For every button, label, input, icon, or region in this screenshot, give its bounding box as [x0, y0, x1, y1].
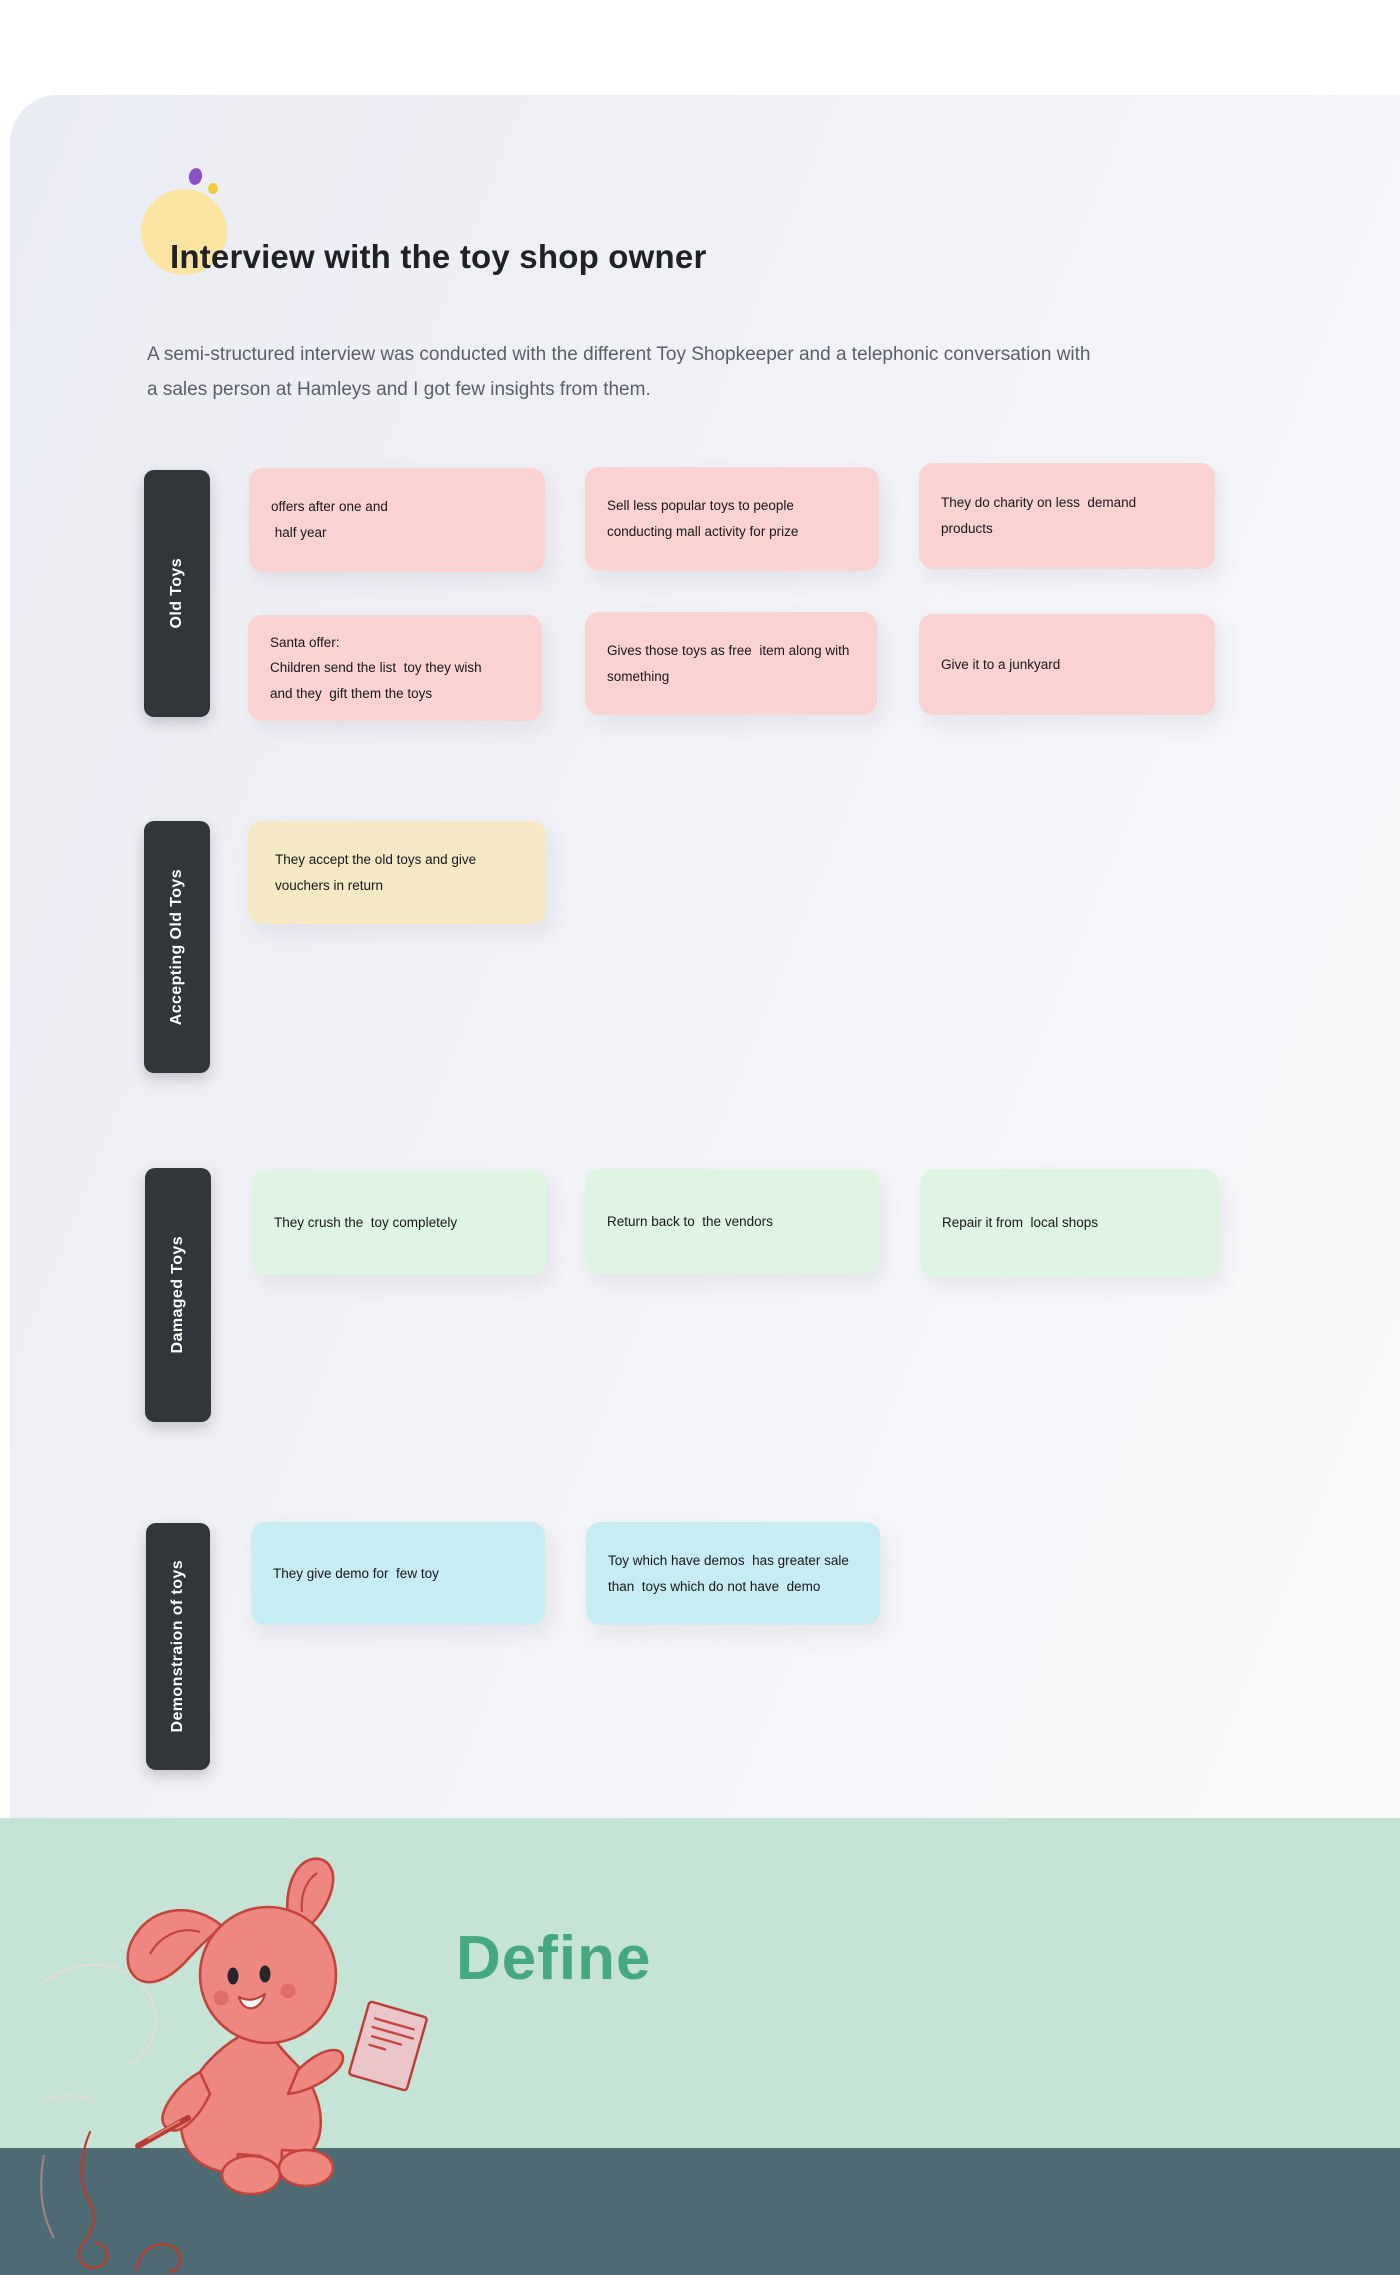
sticky-note: Santa offer: Children send the list toy … — [248, 615, 542, 721]
intro-paragraph: A semi-structured interview was conducte… — [147, 344, 1091, 401]
group-label-text: Demonstraion of toys — [169, 1560, 186, 1733]
bunny-svg — [31, 1857, 428, 2274]
group-label-text: Old Toys — [168, 558, 185, 629]
sticky-note: Toy which have demos has greater sale th… — [586, 1522, 880, 1625]
bunny-body-group — [126, 1857, 345, 2196]
page-title: Interview with the toy shop owner — [170, 238, 707, 276]
group-label-old-toys: Old Toys — [144, 470, 210, 717]
bunny-eye-left — [227, 1967, 239, 1985]
group-label-text: Accepting Old Toys — [168, 868, 185, 1026]
bunny-paper — [348, 2000, 428, 2092]
define-heading: Define — [456, 1924, 652, 1993]
bunny-ear-left — [126, 1908, 224, 1984]
sticky-note: Return back to the vendors — [585, 1169, 879, 1274]
sticky-note: Give it to a junkyard — [919, 614, 1215, 715]
bunny-foot-right — [277, 2148, 335, 2188]
sticky-note: They do charity on less demand products — [919, 463, 1215, 569]
bunny-foot-left — [220, 2154, 282, 2196]
sticky-note: Repair it from local shops — [920, 1169, 1219, 1277]
bunny-pen — [135, 2115, 191, 2149]
sticky-note: They crush the toy completely — [252, 1170, 546, 1275]
sticky-note: They give demo for few toy — [251, 1522, 545, 1625]
bunny-eye-right — [259, 1965, 271, 1983]
group-label-accepting-old-toys: Accepting Old Toys — [144, 821, 210, 1073]
bunny-ear-right-fold — [300, 1872, 318, 1913]
bunny-mouth — [237, 1992, 267, 2010]
bunny-illustration — [31, 1850, 440, 2275]
sticky-note: They accept the old toys and give vouche… — [248, 821, 546, 924]
bunny-face — [213, 1965, 296, 2010]
sticky-note: Sell less popular toys to people conduct… — [585, 467, 879, 571]
group-label-text: Damaged Toys — [169, 1236, 186, 1354]
title-highlight-circle — [141, 189, 227, 275]
red-thread-squiggle — [78, 2130, 182, 2274]
group-label-demonstration-of-toys: Demonstraion of toys — [146, 1523, 210, 1770]
faint-sketch-lines — [31, 1963, 157, 2105]
bunny-blush-left — [213, 1990, 229, 2006]
sticky-note: offers after one and half year — [249, 468, 545, 572]
faint-red-arc — [40, 2154, 55, 2239]
sticky-note: Gives those toys as free item along with… — [585, 612, 877, 715]
group-label-damaged-toys: Damaged Toys — [145, 1168, 211, 1422]
bunny-ear-left-fold — [149, 1929, 201, 1955]
bunny-blush-right — [280, 1983, 296, 1999]
gold-dot — [208, 183, 218, 194]
bunny-arm-right — [286, 2048, 345, 2096]
